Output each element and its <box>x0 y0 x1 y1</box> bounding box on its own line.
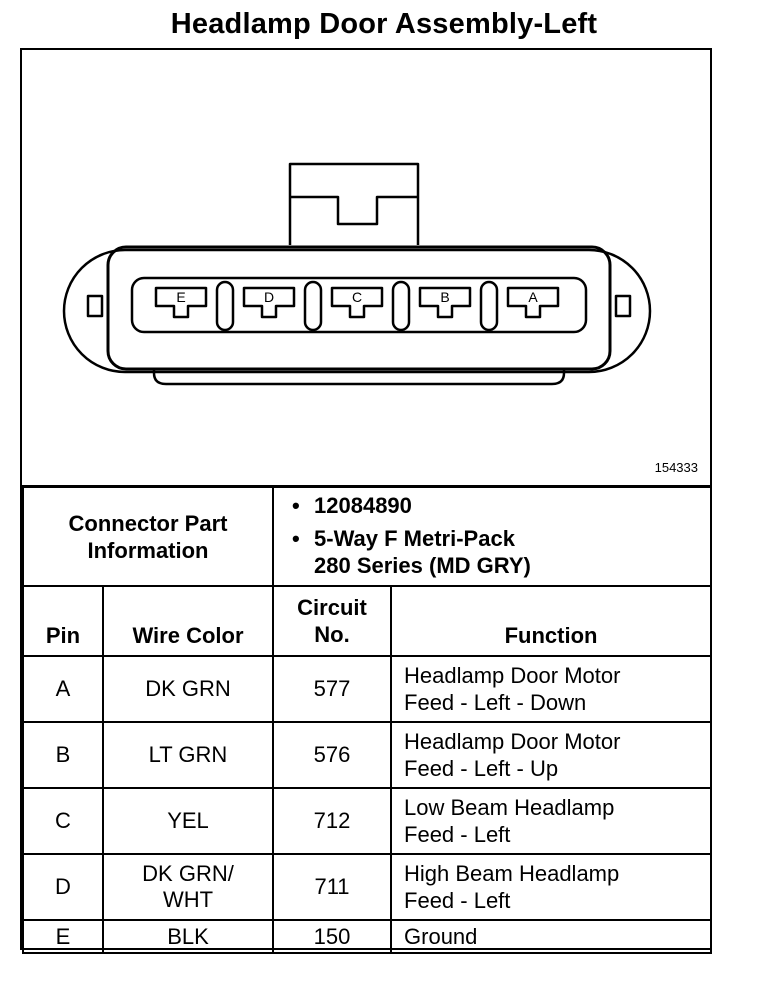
circuit-cell: 577 <box>272 655 393 723</box>
connector-separator <box>303 280 323 332</box>
function-line: Feed - Left - Up <box>404 756 559 781</box>
pinout-table: Connector Part Information 12084890 5-Wa… <box>21 485 713 954</box>
circuit-cell: 576 <box>272 721 393 789</box>
header-wire-color: Wire Color <box>101 585 275 657</box>
wire-color-cell: LT GRN <box>101 721 275 789</box>
function-line: Headlamp Door Motor <box>404 663 621 688</box>
terminal-d: D <box>242 286 296 319</box>
connector-info-label: Connector Part Information <box>21 485 275 587</box>
table-row: C YEL 712 Low Beam Headlamp Feed - Left <box>22 787 713 855</box>
connector-latch <box>288 162 420 245</box>
pin-cell: E <box>22 919 104 954</box>
connector-description: 5-Way F Metri-Pack 280 Series (MD GRY) <box>292 525 710 579</box>
connector-description-line: 5-Way F Metri-Pack <box>314 526 515 551</box>
wire-color-cell: BLK <box>101 919 275 954</box>
circuit-cell: 150 <box>272 919 393 954</box>
function-cell: High Beam Headlamp Feed - Left <box>390 853 713 921</box>
function-line: Feed - Left <box>404 822 511 847</box>
connector-skirt <box>152 369 566 386</box>
connector-side-tab-right <box>614 294 632 318</box>
wire-color-cell: DK GRN <box>101 655 275 723</box>
table-header-row: Pin Wire Color Circuit No. Function <box>22 585 713 657</box>
wire-color-cell: YEL <box>101 787 275 855</box>
function-cell: Headlamp Door Motor Feed - Left - Up <box>390 721 713 789</box>
table-row: E BLK 150 Ground <box>22 919 713 954</box>
connector-description-line: 280 Series (MD GRY) <box>314 553 531 578</box>
pin-cell: A <box>22 655 104 723</box>
wire-color-line: BLK <box>167 923 209 949</box>
connector-separator <box>215 280 235 332</box>
terminal-label: B <box>440 289 449 305</box>
terminal-label: A <box>528 289 538 305</box>
connector-separator <box>479 280 499 332</box>
connector-diagram: E D C B A 154333 <box>22 50 710 485</box>
terminal-label: D <box>264 289 274 305</box>
terminal-a: A <box>506 286 560 319</box>
terminal-e: E <box>154 286 208 319</box>
connector-cavity-strip <box>130 276 588 334</box>
wire-color-line: YEL <box>167 808 209 833</box>
function-line: Headlamp Door Motor <box>404 729 621 754</box>
figure-id: 154333 <box>654 460 698 475</box>
pin-cell: B <box>22 721 104 789</box>
wire-color-line: LT GRN <box>148 742 228 767</box>
terminal-b: B <box>418 286 472 319</box>
header-pin: Pin <box>22 585 104 657</box>
connector-separator <box>391 280 411 332</box>
function-line: Feed - Left - Down <box>404 690 587 715</box>
table-row: D DK GRN/ WHT 711 High Beam Headlamp Fee… <box>22 853 713 921</box>
terminal-c: C <box>330 286 384 319</box>
function-cell: Headlamp Door Motor Feed - Left - Down <box>390 655 713 723</box>
wire-color-line: DK GRN/ <box>142 861 234 886</box>
function-cell: Low Beam Headlamp Feed - Left <box>390 787 713 855</box>
pin-cell: D <box>22 853 104 921</box>
function-line: Ground <box>404 924 478 949</box>
header-circuit-no: Circuit No. <box>272 585 393 657</box>
connector-info-details: 12084890 5-Way F Metri-Pack 280 Series (… <box>272 485 713 587</box>
connector-side-tab-left <box>86 294 104 318</box>
function-cell: Ground <box>390 919 713 954</box>
circuit-cell: 712 <box>272 787 393 855</box>
header-circuit-line: Circuit <box>297 595 367 620</box>
header-circuit-line: No. <box>314 622 350 647</box>
header-function: Function <box>390 585 713 657</box>
terminal-label: C <box>352 289 362 305</box>
connector-outer-shell <box>62 248 652 374</box>
terminal-label: E <box>176 289 185 305</box>
wire-color-line: DK GRN <box>145 676 231 701</box>
connector-face <box>106 245 612 371</box>
function-line: Low Beam Headlamp <box>404 795 615 820</box>
pin-cell: C <box>22 787 104 855</box>
connector-frame: E D C B A 154333 <box>20 48 713 954</box>
connector-latch-notch <box>290 195 418 226</box>
function-line: High Beam Headlamp <box>404 861 620 886</box>
wire-color-line: WHT <box>162 887 214 912</box>
connector-info-row: Connector Part Information 12084890 5-Wa… <box>21 485 713 587</box>
table-row: A DK GRN 577 Headlamp Door Motor Feed - … <box>22 655 713 723</box>
function-line: Feed - Left <box>404 888 511 913</box>
wire-color-cell: DK GRN/ WHT <box>101 853 275 921</box>
page-title: Headlamp Door Assembly-Left <box>170 8 598 40</box>
table-row: B LT GRN 576 Headlamp Door Motor Feed - … <box>22 721 713 789</box>
part-number: 12084890 <box>292 492 710 519</box>
connector-info-label-line: Information <box>87 537 209 563</box>
circuit-cell: 711 <box>272 853 393 921</box>
connector-drawing: E D C B A <box>62 162 652 386</box>
connector-info-label-line: Connector Part <box>68 510 228 536</box>
part-number-text: 12084890 <box>314 493 412 518</box>
